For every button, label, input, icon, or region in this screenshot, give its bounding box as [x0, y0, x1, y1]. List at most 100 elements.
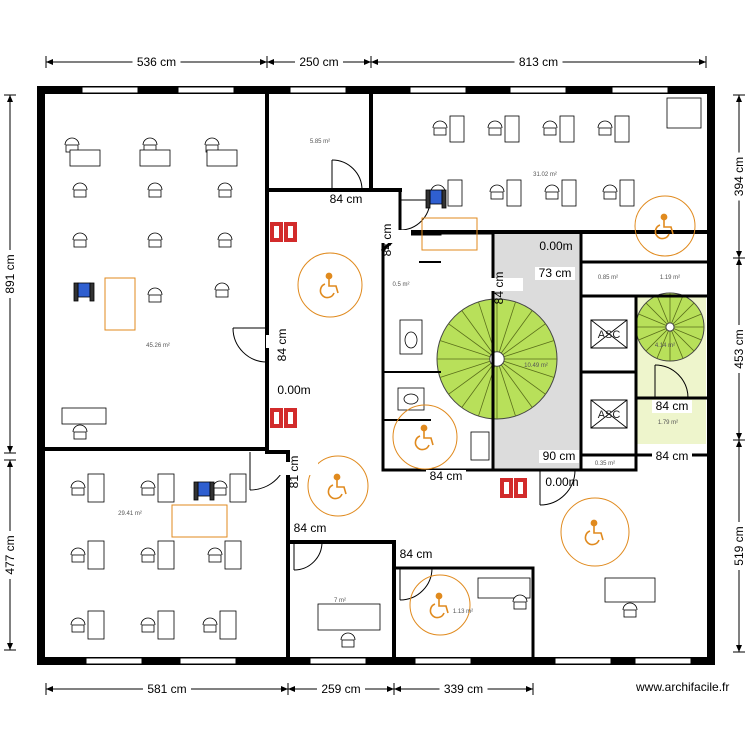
windows [81, 86, 692, 665]
wheelchair-accessible-icon [319, 272, 339, 299]
wheelchair-accessible-icon [584, 519, 604, 546]
desk [559, 115, 575, 143]
window [634, 657, 692, 665]
furniture [61, 115, 656, 648]
icon-head [420, 424, 428, 432]
chair-seat [141, 554, 155, 563]
chair-seat [141, 487, 155, 496]
wheelchair [73, 282, 95, 302]
desk [224, 540, 242, 570]
stair-step [496, 358, 546, 395]
stair-step [461, 358, 498, 408]
icon-wheel [319, 283, 335, 299]
wall-length-label: 84 cm [652, 399, 692, 413]
chair-seat [603, 191, 617, 200]
icon-wheel [584, 530, 600, 546]
chair-seat [543, 127, 557, 136]
wall-length-text: 84 cm [400, 547, 433, 561]
wall-length-label: 84 cm [266, 329, 306, 361]
dimension-arrow [526, 686, 533, 692]
wall-length-text: 90 cm [543, 449, 576, 463]
stair-step [496, 358, 516, 417]
dimension-arrow [260, 59, 267, 65]
desk [477, 577, 531, 599]
dimension-arrow [736, 258, 742, 265]
fire-extinguisher-icon [514, 478, 527, 498]
dimension-label-bg [731, 152, 747, 201]
dimension-arrow [371, 59, 378, 65]
chair [597, 120, 613, 136]
accessibility-zone [409, 574, 471, 636]
accessibility-zone [560, 497, 630, 567]
dimension-arrow [7, 446, 13, 453]
dimension-arrow [387, 686, 394, 692]
info-panel [171, 504, 228, 538]
room-area-label: 29.41 m² [118, 511, 142, 517]
walls [37, 86, 715, 665]
chair-seat [213, 487, 227, 496]
chair-back [70, 480, 86, 489]
desk [561, 179, 577, 207]
chair-back [142, 137, 158, 146]
chair [217, 182, 233, 198]
chair-seat [73, 189, 87, 198]
dimension-arrow [46, 59, 53, 65]
door-swing [399, 199, 431, 231]
wheelchair [193, 481, 215, 501]
stair-step [448, 358, 498, 395]
sink [666, 97, 702, 129]
site-credit[interactable]: www.archifacile.fr [636, 680, 730, 694]
desk [87, 610, 105, 640]
window [509, 86, 567, 94]
fire-alarm-icon [500, 478, 513, 498]
dimension-arrow [281, 686, 288, 692]
wall-label-bg [266, 335, 306, 348]
wheelchair-seat [197, 481, 211, 497]
fire-alarm-icon-symbol [288, 226, 293, 238]
room-area-label: 1.79 m² [658, 420, 678, 426]
icon-head [590, 519, 598, 527]
room-area-label: 4.14 m² [655, 343, 675, 349]
wall-length-text: 84 cm [330, 192, 363, 206]
wheelchair-wheel [89, 282, 95, 302]
door-swing [232, 327, 268, 363]
turning-circle [560, 497, 630, 567]
chair-seat [73, 431, 87, 440]
stair-step [656, 295, 671, 328]
toilet-bowl [403, 393, 419, 405]
chair-back [140, 547, 156, 556]
chair-back [64, 137, 80, 146]
icon-wheel [414, 435, 430, 451]
chair-back [140, 480, 156, 489]
dimension-label-bg [143, 681, 191, 695]
dimension-label: 394 cm [732, 157, 746, 196]
chair-seat [623, 609, 637, 618]
level-label: 0.00m [277, 383, 310, 397]
level-label: 0.00m [545, 475, 578, 489]
chair [212, 480, 228, 496]
exterior-wall [37, 86, 715, 665]
stair-step [496, 301, 516, 360]
wall-label-bg [396, 548, 436, 561]
stair-step [496, 340, 555, 360]
wall-length-label: 90 cm [539, 449, 579, 463]
wall-label-bg [539, 450, 579, 463]
desk [139, 149, 171, 167]
wall-length-label: 73 cm [535, 266, 575, 280]
chair-back [147, 182, 163, 191]
stair-step [496, 358, 533, 408]
desk [317, 603, 381, 631]
level-label: 0.00m [539, 239, 572, 253]
wheelchair-wheel [209, 481, 215, 501]
dimension-arrow [736, 433, 742, 440]
stair-step [645, 326, 671, 352]
dimension-lines [2, 54, 747, 695]
fire-extinguisher-icon [270, 408, 283, 428]
chair-back [602, 184, 618, 193]
chair-back [147, 287, 163, 296]
wall-length-text: 84 cm [294, 521, 327, 535]
desk [604, 577, 656, 603]
dimension-label-bg [2, 531, 18, 579]
chair [487, 120, 503, 136]
